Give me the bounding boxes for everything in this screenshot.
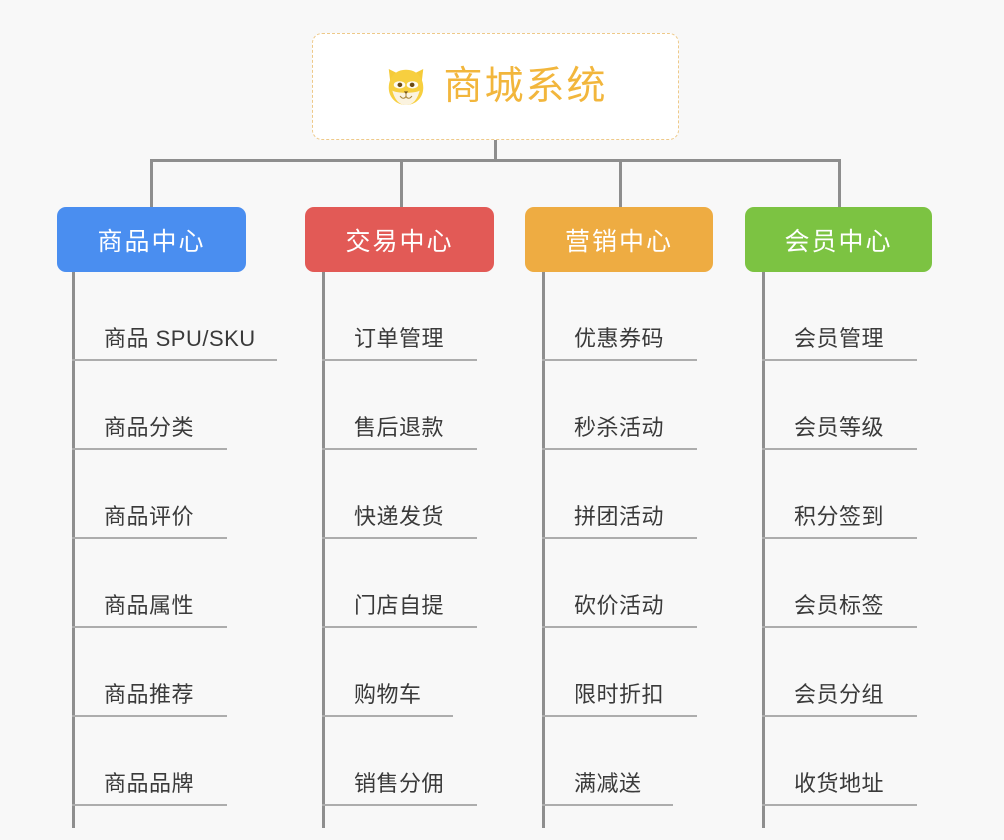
leaf-label: 商品属性 xyxy=(104,593,195,618)
connector-drop-会员中心 xyxy=(838,159,841,207)
leaf-label: 商品 SPU/SKU xyxy=(104,326,256,351)
leaf-item-积分签到[interactable]: 积分签到 xyxy=(762,450,917,539)
leaf-label: 快递发货 xyxy=(354,504,445,529)
leaf-trunk-营销中心 xyxy=(542,272,545,828)
leaf-item-商品评价[interactable]: 商品评价 xyxy=(72,450,227,539)
leaf-label: 会员管理 xyxy=(794,326,885,351)
leaf-label: 会员分组 xyxy=(794,682,885,707)
leaf-item-商品-spu-sku[interactable]: 商品 SPU/SKU xyxy=(72,272,277,361)
leaf-label: 商品分类 xyxy=(104,415,195,440)
category-card-商品中心[interactable]: 商品中心 xyxy=(57,207,246,272)
leaf-item-限时折扣[interactable]: 限时折扣 xyxy=(542,628,697,717)
leaf-label: 砍价活动 xyxy=(574,593,665,618)
leaf-label: 会员等级 xyxy=(794,415,885,440)
category-label-交易中心: 交易中心 xyxy=(345,227,454,256)
leaf-item-购物车[interactable]: 购物车 xyxy=(322,628,453,717)
leaf-label: 商品评价 xyxy=(104,504,195,529)
leaf-label: 售后退款 xyxy=(354,415,445,440)
leaf-item-砍价活动[interactable]: 砍价活动 xyxy=(542,539,697,628)
leaf-item-订单管理[interactable]: 订单管理 xyxy=(322,272,477,361)
leaf-label: 秒杀活动 xyxy=(574,415,665,440)
leaf-label: 积分签到 xyxy=(794,504,885,529)
leaf-item-会员管理[interactable]: 会员管理 xyxy=(762,272,917,361)
shiba-dog-face-icon xyxy=(389,68,424,105)
leaf-label: 订单管理 xyxy=(354,326,445,351)
leaf-label: 拼团活动 xyxy=(574,504,665,529)
leaf-trunk-会员中心 xyxy=(762,272,765,828)
leaf-item-优惠券码[interactable]: 优惠券码 xyxy=(542,272,697,361)
leaf-item-收货地址[interactable]: 收货地址 xyxy=(762,717,917,806)
leaf-item-商品品牌[interactable]: 商品品牌 xyxy=(72,717,227,806)
leaf-item-拼团活动[interactable]: 拼团活动 xyxy=(542,450,697,539)
leaf-label: 会员标签 xyxy=(794,593,885,618)
leaf-item-销售分佣[interactable]: 销售分佣 xyxy=(322,717,477,806)
root-node-content: 商城系统 xyxy=(383,64,607,110)
leaf-label: 收货地址 xyxy=(794,771,885,796)
category-card-交易中心[interactable]: 交易中心 xyxy=(305,207,494,272)
leaf-item-会员分组[interactable]: 会员分组 xyxy=(762,628,917,717)
leaf-item-满减送[interactable]: 满减送 xyxy=(542,717,673,806)
leaf-label: 门店自提 xyxy=(354,593,445,618)
category-card-营销中心[interactable]: 营销中心 xyxy=(525,207,713,272)
leaf-item-快递发货[interactable]: 快递发货 xyxy=(322,450,477,539)
leaf-trunk-交易中心 xyxy=(322,272,325,828)
leaf-item-售后退款[interactable]: 售后退款 xyxy=(322,361,477,450)
leaf-item-门店自提[interactable]: 门店自提 xyxy=(322,539,477,628)
leaf-item-商品推荐[interactable]: 商品推荐 xyxy=(72,628,227,717)
category-card-会员中心[interactable]: 会员中心 xyxy=(745,207,932,272)
connector-root-stem xyxy=(494,140,497,162)
leaf-item-会员等级[interactable]: 会员等级 xyxy=(762,361,917,450)
leaf-label: 购物车 xyxy=(354,682,422,707)
category-label-会员中心: 会员中心 xyxy=(784,227,893,256)
root-node-label: 商城系统 xyxy=(443,65,608,108)
category-label-商品中心: 商品中心 xyxy=(97,227,206,256)
connector-drop-交易中心 xyxy=(400,159,403,207)
leaf-label: 限时折扣 xyxy=(574,682,665,707)
leaf-label: 商品品牌 xyxy=(104,771,195,796)
leaf-item-会员标签[interactable]: 会员标签 xyxy=(762,539,917,628)
leaf-item-商品分类[interactable]: 商品分类 xyxy=(72,361,227,450)
leaf-label: 满减送 xyxy=(574,771,642,796)
root-node-商城系统[interactable]: 商城系统 xyxy=(312,33,679,140)
leaf-item-秒杀活动[interactable]: 秒杀活动 xyxy=(542,361,697,450)
leaf-trunk-商品中心 xyxy=(72,272,75,828)
category-label-营销中心: 营销中心 xyxy=(564,227,673,256)
connector-drop-营销中心 xyxy=(619,159,622,207)
connector-drop-商品中心 xyxy=(150,159,153,207)
leaf-label: 销售分佣 xyxy=(354,771,445,796)
connector-horizontal-bus xyxy=(150,159,841,162)
leaf-item-商品属性[interactable]: 商品属性 xyxy=(72,539,227,628)
leaf-label: 优惠券码 xyxy=(574,326,665,351)
leaf-label: 商品推荐 xyxy=(104,682,195,707)
